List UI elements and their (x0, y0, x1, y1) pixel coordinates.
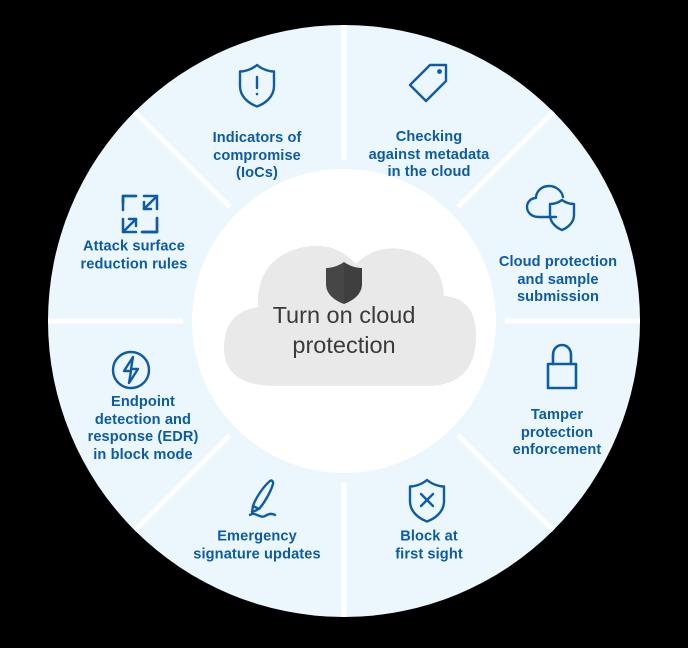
shield-x-icon (408, 478, 446, 523)
padlock-icon (546, 343, 578, 390)
center-cloud-shape (224, 245, 476, 386)
cloud-shield-icon (525, 184, 576, 232)
shield-exclamation-icon (238, 63, 276, 108)
lightning-circle-icon (111, 350, 151, 390)
resize-arrows-icon (121, 194, 159, 234)
signature-pen-icon (248, 479, 277, 518)
shield-filled-icon (326, 262, 362, 304)
segment-dividers (48, 25, 640, 617)
tag-icon (408, 63, 448, 103)
